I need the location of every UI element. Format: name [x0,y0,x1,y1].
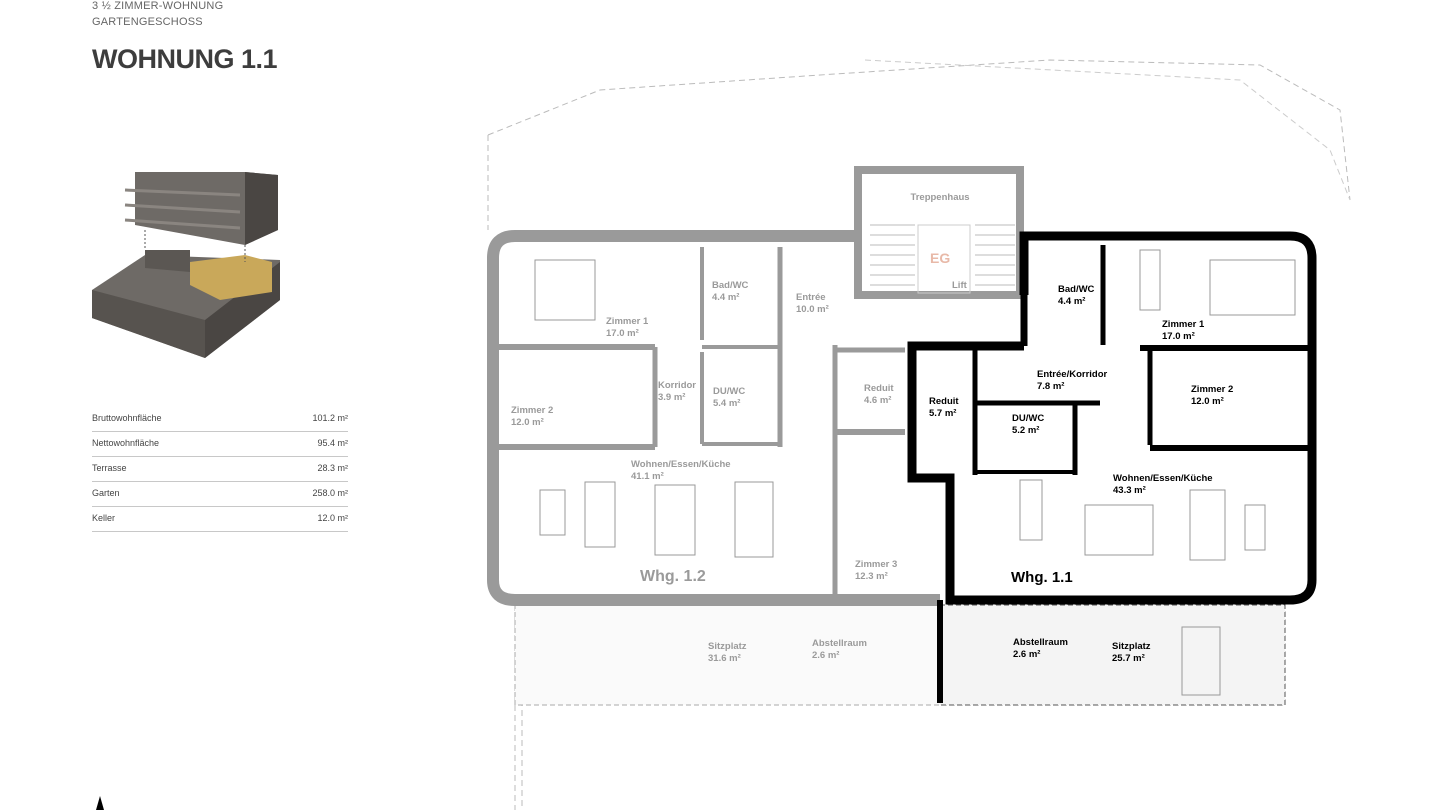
north-arrow-icon [96,796,104,810]
room-name: Wohnen/Essen/Küche [631,459,731,470]
room-name: Bad/WC [712,280,749,291]
stair-label: Treppenhaus [910,192,969,203]
room-name: DU/WC [713,386,745,397]
room-area: 41.1 m² [631,471,664,482]
room-area: 17.0 m² [606,328,639,339]
room-area: 12.3 m² [855,571,888,582]
area-value: 95.4 m² [317,438,348,448]
area-row: Terrasse 28.3 m² [92,458,348,482]
floor-level: GARTENGESCHOSS [92,16,203,28]
apartment-type: 3 ½ ZIMMER-WOHNUNG [92,0,224,12]
room-name: Zimmer 3 [855,559,897,570]
area-value: 28.3 m² [317,463,348,473]
stair-core [854,166,1024,299]
room-name: Korridor [658,380,696,391]
room-area: 31.6 m² [708,653,741,664]
room-name: DU/WC [1012,413,1044,424]
area-label: Nettowohnfläche [92,438,160,448]
area-label: Keller [92,513,116,523]
area-row: Keller 12.0 m² [92,508,348,532]
room-area: 43.3 m² [1113,485,1146,496]
area-label: Bruttowohnfläche [92,413,162,423]
room-area: 5.7 m² [929,408,956,419]
area-row: Garten 258.0 m² [92,483,348,507]
building-3d-model [92,172,280,358]
area-value: 12.0 m² [317,513,348,523]
room-name: Abstellraum [812,638,867,649]
room-name: Bad/WC [1058,284,1095,295]
room-area: 5.2 m² [1012,425,1039,436]
room-area: 4.4 m² [712,292,739,303]
room-area: 2.6 m² [1013,649,1040,660]
room-area: 17.0 m² [1162,331,1195,342]
room-name: Reduit [864,383,894,394]
area-row: Nettowohnfläche 95.4 m² [92,433,348,457]
lift-label: Lift [952,280,968,291]
area-value: 258.0 m² [312,488,348,498]
unit-1-2-labels: Treppenhaus EG Lift Zimmer 117.0 m² Bad/… [511,192,970,664]
room-area: 2.6 m² [812,650,839,661]
area-label: Terrasse [92,463,127,473]
area-label: Garten [92,488,120,498]
room-area: 12.0 m² [1191,396,1224,407]
terrace-whg11 [939,604,1286,706]
area-table: Bruttowohnfläche 101.2 m² Nettowohnfläche… [92,408,348,533]
area-value: 101.2 m² [312,413,348,423]
unit-name: Whg. 1.1 [1011,569,1073,586]
page-title: WOHNUNG 1.1 [92,44,278,74]
room-name: Entrée [796,292,826,303]
floor-label: EG [930,250,950,266]
room-name: Wohnen/Essen/Küche [1113,473,1213,484]
room-name: Sitzplatz [708,641,747,652]
unit-1-1-walls [907,231,1317,703]
unit-name: Whg. 1.2 [640,568,706,585]
room-name: Sitzplatz [1112,641,1151,652]
room-area: 4.6 m² [864,395,891,406]
room-area: 10.0 m² [796,304,829,315]
room-area: 7.8 m² [1037,381,1064,392]
room-area: 25.7 m² [1112,653,1145,664]
room-name: Reduit [929,396,959,407]
room-name: Zimmer 1 [606,316,649,327]
unit-1-1-labels: Bad/WC4.4 m² Zimmer 117.0 m² Entrée/Korr… [929,284,1233,664]
room-name: Abstellraum [1013,637,1068,648]
room-name: Entrée/Korridor [1037,369,1108,380]
room-name: Zimmer 2 [511,405,553,416]
unit-1-2-walls [487,230,940,606]
area-row: Bruttowohnfläche 101.2 m² [92,408,348,432]
room-name: Zimmer 2 [1191,384,1233,395]
room-area: 3.9 m² [658,392,685,403]
room-name: Zimmer 1 [1162,319,1205,330]
room-area: 12.0 m² [511,417,544,428]
furniture [534,249,1296,696]
room-area: 4.4 m² [1058,296,1085,307]
room-area: 5.4 m² [713,398,740,409]
